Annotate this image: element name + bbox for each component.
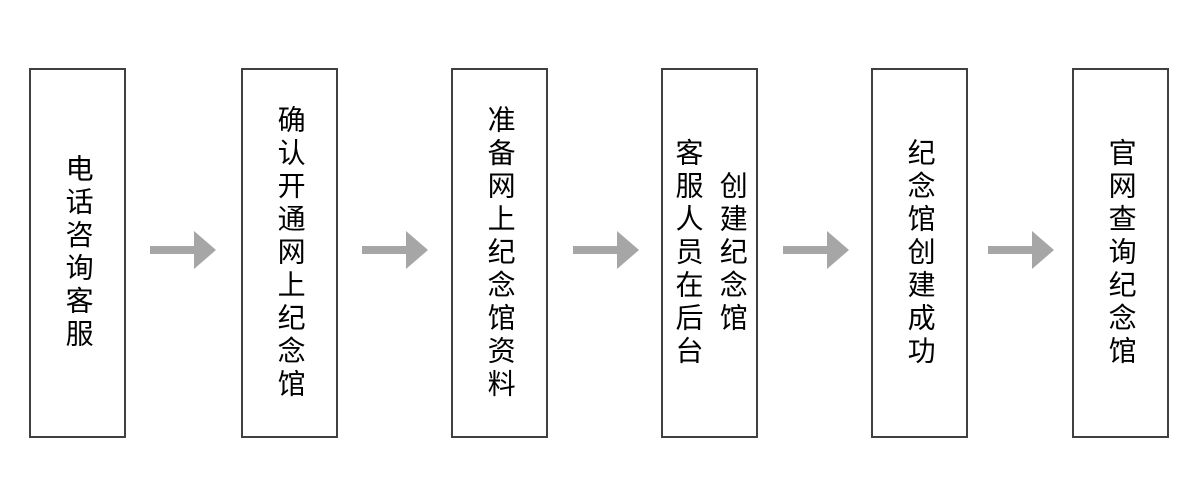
flow-step-1: 电话咨询客服 bbox=[29, 68, 126, 438]
right-arrow-icon bbox=[988, 230, 1054, 270]
right-arrow-icon bbox=[362, 230, 428, 270]
right-arrow-icon bbox=[573, 230, 639, 270]
flow-step-2: 确认开通网上纪念馆 bbox=[241, 68, 338, 438]
step-label-column-2: 创建纪念馆 bbox=[716, 170, 748, 336]
flow-step-4: 客服人员在后台 创建纪念馆 bbox=[661, 68, 758, 438]
step-label: 纪念馆创建成功 bbox=[904, 137, 936, 369]
step-label: 准备网上纪念馆资料 bbox=[484, 104, 516, 402]
right-arrow-icon bbox=[783, 230, 849, 270]
flow-step-5: 纪念馆创建成功 bbox=[871, 68, 968, 438]
step-label: 电话咨询客服 bbox=[62, 154, 94, 352]
step-label: 官网查询纪念馆 bbox=[1105, 137, 1137, 369]
step-label-columns: 客服人员在后台 创建纪念馆 bbox=[671, 137, 748, 369]
step-label-column-1: 客服人员在后台 bbox=[672, 137, 704, 369]
step-label: 确认开通网上纪念馆 bbox=[274, 104, 306, 402]
right-arrow-icon bbox=[150, 230, 216, 270]
flow-step-6: 官网查询纪念馆 bbox=[1072, 68, 1169, 438]
flow-step-3: 准备网上纪念馆资料 bbox=[451, 68, 548, 438]
